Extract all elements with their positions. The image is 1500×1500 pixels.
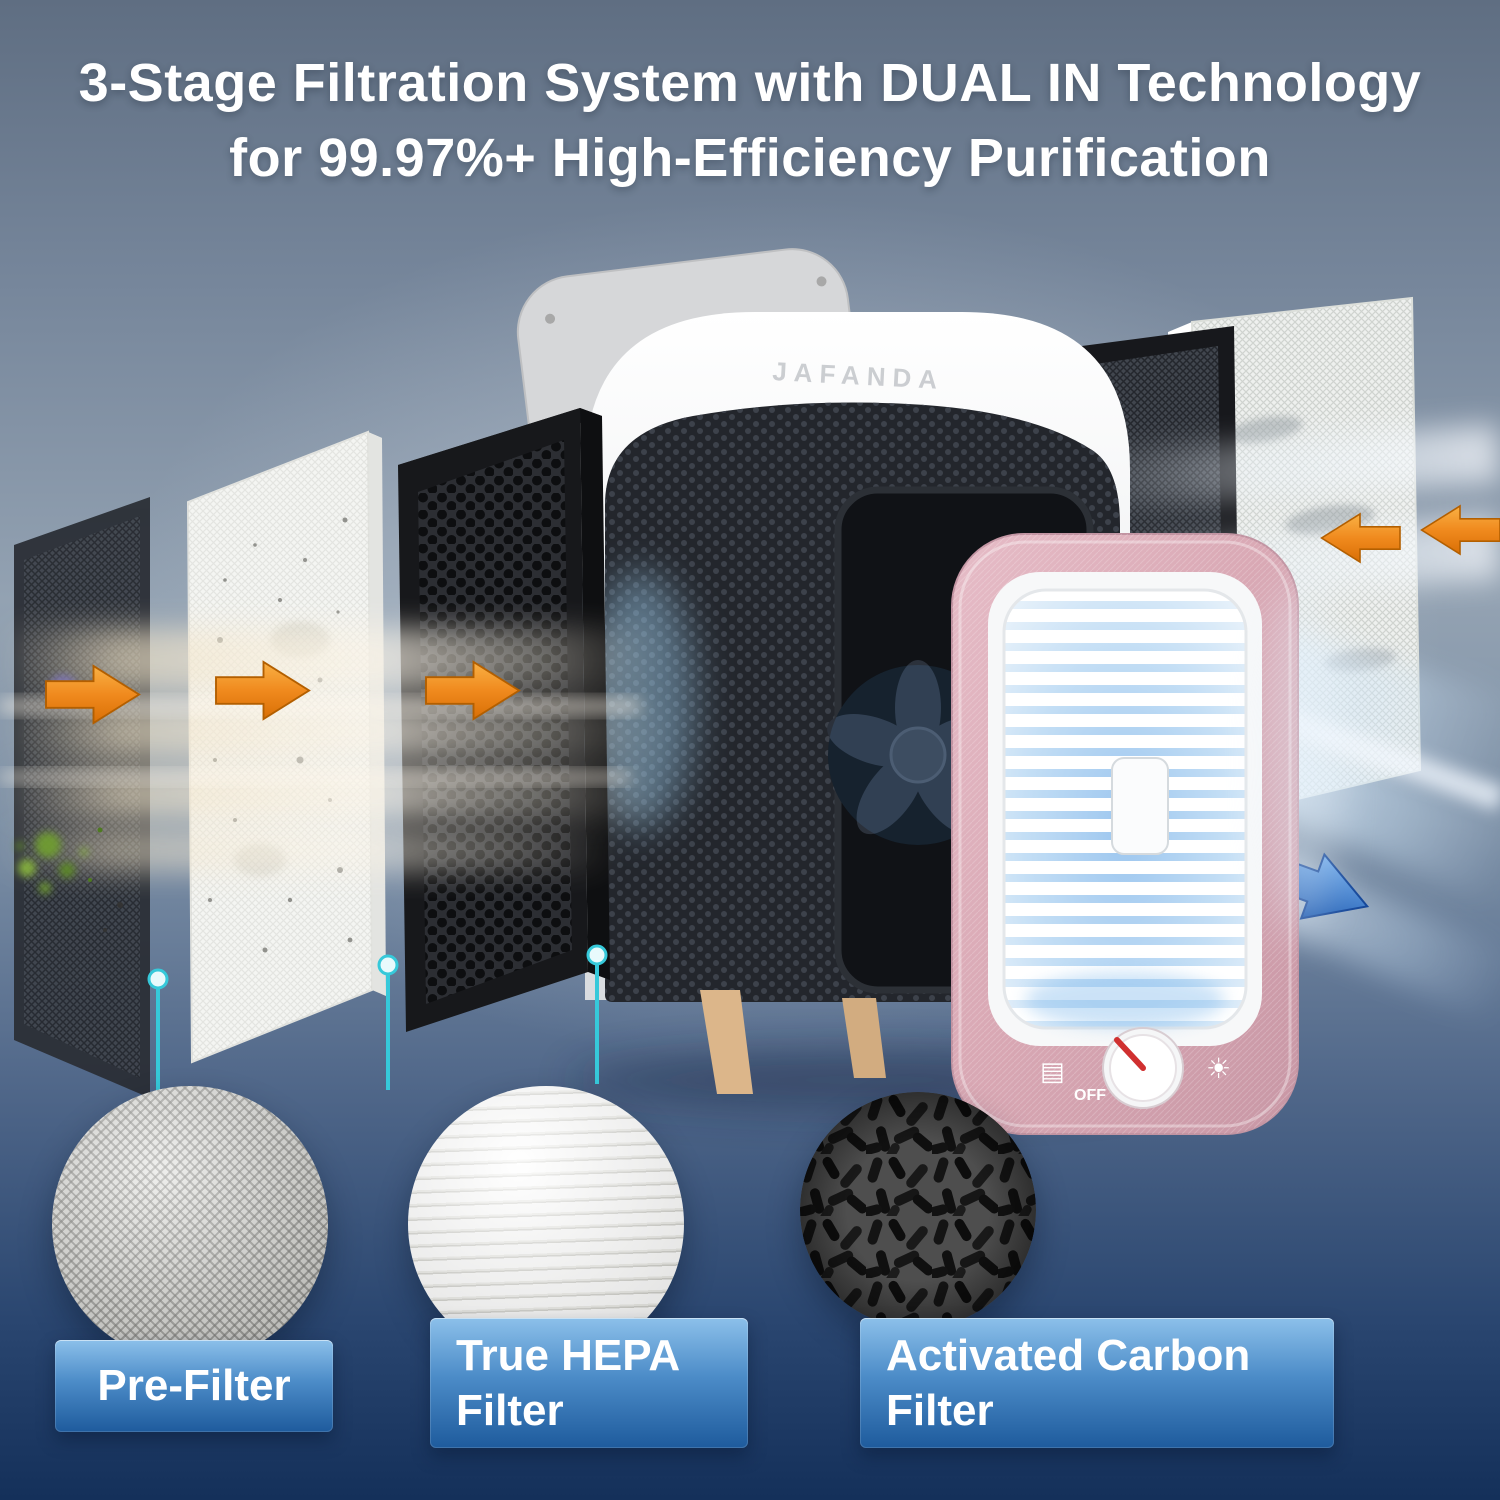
connector-dot-1 bbox=[147, 968, 169, 990]
inflow-arrow-left-2-icon bbox=[215, 660, 311, 721]
carbon-pellets-graphic bbox=[800, 1092, 1036, 1328]
inflow-arrow-right-2-icon bbox=[1420, 504, 1500, 556]
stage-connectors bbox=[147, 944, 608, 1096]
light-icon: ☀ bbox=[1206, 1052, 1231, 1085]
unit-leg-back bbox=[842, 998, 886, 1078]
outflow-glow bbox=[1260, 580, 1340, 940]
knob-off-label: OFF bbox=[1074, 1087, 1106, 1104]
filter-indicator-icon: ▤ bbox=[1040, 1057, 1065, 1087]
grille-handle[interactable] bbox=[1111, 757, 1169, 855]
stage-label-activated-carbon-filter: Activated Carbon Filter bbox=[860, 1318, 1334, 1448]
hepa-texture-circle bbox=[408, 1086, 684, 1362]
connector-dot-3 bbox=[586, 944, 608, 966]
stage-label-text: Activated Carbon Filter bbox=[886, 1331, 1251, 1435]
title-line-1: 3-Stage Filtration System with DUAL IN T… bbox=[78, 53, 1422, 113]
carbon-texture-circle bbox=[800, 1092, 1036, 1328]
power-knob[interactable] bbox=[1102, 1027, 1184, 1109]
prefilter-texture-circle bbox=[52, 1086, 328, 1362]
inflow-arrow-left-1-icon bbox=[45, 664, 141, 725]
inflow-arrow-left-3-icon bbox=[425, 660, 521, 721]
unit-leg-front bbox=[700, 990, 753, 1094]
page-title: 3-Stage Filtration System with DUAL IN T… bbox=[0, 46, 1500, 195]
title-line-2: for 99.97%+ High-Efficiency Purification bbox=[229, 127, 1271, 188]
inflow-arrow-right-1-icon bbox=[1320, 512, 1401, 564]
airflow-beams-left bbox=[0, 628, 668, 872]
stage-label-text: Pre-Filter bbox=[97, 1361, 291, 1410]
front-cover-panel: ▤ OFF ☀ bbox=[951, 533, 1299, 1135]
stage-label-pre-filter: Pre-Filter bbox=[55, 1340, 333, 1432]
stage-label-true-hepa-filter: True HEPA Filter bbox=[430, 1318, 748, 1448]
connector-dot-2 bbox=[377, 954, 399, 976]
stage-label-text: True HEPA Filter bbox=[456, 1331, 679, 1435]
